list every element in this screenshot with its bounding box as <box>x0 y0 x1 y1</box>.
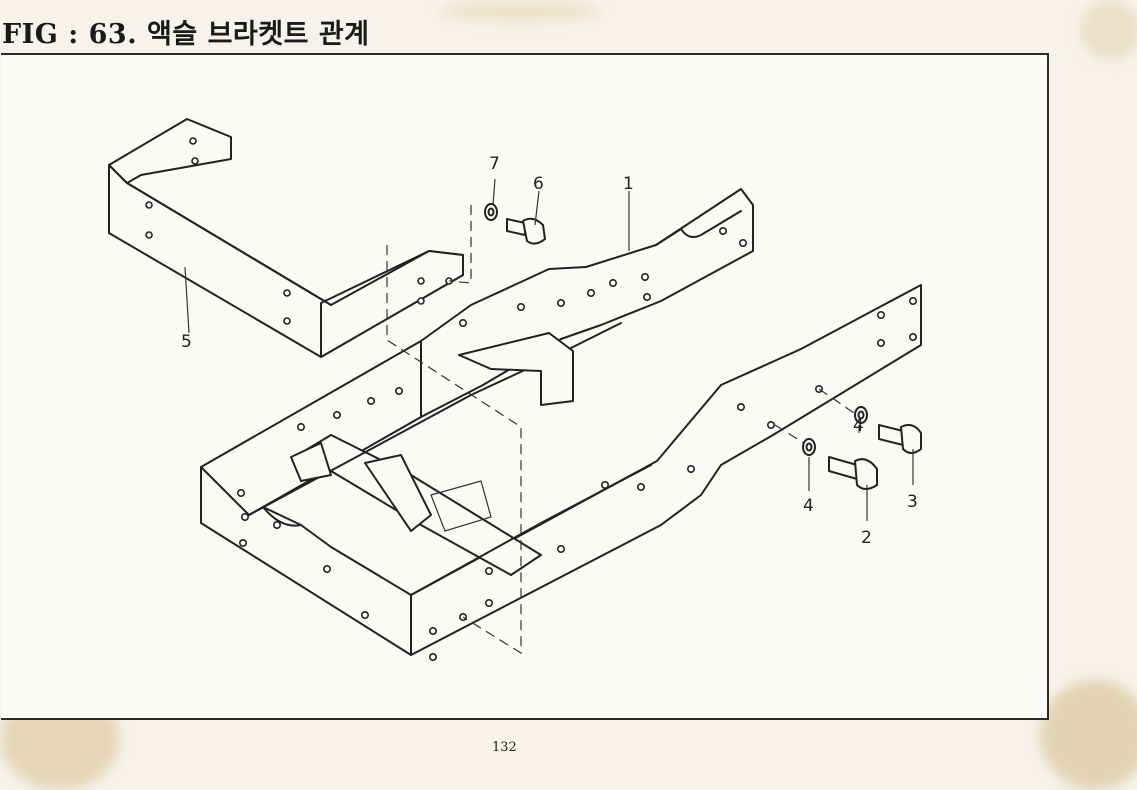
bolt-part-2 <box>828 456 878 490</box>
diagram-frame: 1 2 3 4 4 5 6 7 <box>1 53 1049 720</box>
washer-part-7 <box>484 203 498 221</box>
callout-2: 2 <box>861 528 872 548</box>
callout-4-lower: 4 <box>803 496 814 516</box>
callout-7: 7 <box>489 154 500 174</box>
washer-part-4-lower <box>802 438 816 456</box>
bolt-part-6 <box>506 217 546 245</box>
bracket-part-5 <box>108 118 464 358</box>
bolt-part-3 <box>878 424 922 454</box>
paper-stain <box>440 0 600 22</box>
callout-6: 6 <box>533 174 544 194</box>
callout-labels: 1 2 3 4 4 5 6 7 <box>181 154 918 548</box>
main-frame-part-1 <box>200 188 922 661</box>
paper-stain <box>1080 0 1137 60</box>
callout-3: 3 <box>907 492 918 512</box>
washer-part-4-upper <box>854 406 868 424</box>
paper-stain <box>1040 680 1137 790</box>
callout-4-upper: 4 <box>853 416 864 436</box>
callout-5: 5 <box>181 332 192 352</box>
figure-title: FIG : 63. 액슬 브라켓트 관계 <box>2 19 370 50</box>
leader-lines <box>184 178 914 521</box>
exploded-view-drawing: 1 2 3 4 4 5 6 7 <box>108 118 922 661</box>
callout-1: 1 <box>623 174 634 194</box>
page-number: 132 <box>492 740 517 755</box>
alignment-lines <box>386 205 858 655</box>
